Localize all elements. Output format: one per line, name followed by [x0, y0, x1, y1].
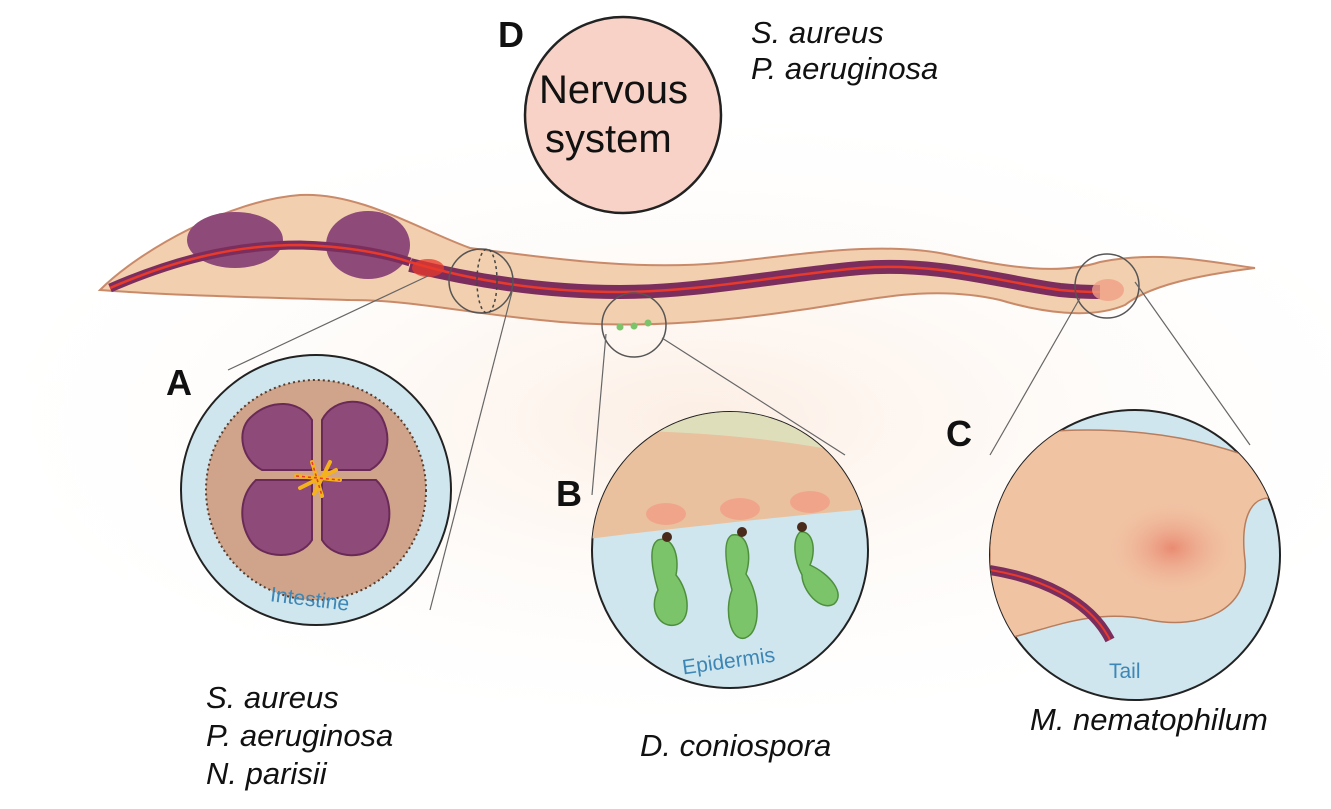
panel-b-species: D. coniospora	[640, 728, 831, 764]
panel-a-letter: A	[166, 365, 192, 401]
panel-d-letter: D	[498, 17, 524, 53]
grinder	[412, 259, 444, 277]
panel-a-species: P. aeruginosa	[206, 718, 393, 754]
spore-dot	[617, 324, 624, 331]
bacterial-patch	[1110, 503, 1234, 593]
panel-a-species: S. aureus	[206, 680, 339, 716]
panel-c-species: M. nematophilum	[1030, 702, 1268, 738]
inset-intestine	[181, 355, 451, 625]
spore-dot	[645, 320, 652, 327]
nervous-system-label-line1: Nervous	[539, 68, 688, 112]
inset-tail	[990, 410, 1280, 700]
panel-a-species: N. parisii	[206, 756, 327, 792]
tail-swelling	[1092, 279, 1124, 301]
panel-d-species: P. aeruginosa	[751, 51, 938, 87]
tail-label: Tail	[1109, 660, 1141, 684]
panel-b-letter: B	[556, 476, 582, 512]
nervous-system-label-line2: system	[545, 117, 672, 161]
panel-c-letter: C	[946, 416, 972, 452]
nervous-system-circle	[525, 17, 721, 213]
spore-dot	[631, 323, 638, 330]
panel-d-species: S. aureus	[751, 15, 884, 51]
